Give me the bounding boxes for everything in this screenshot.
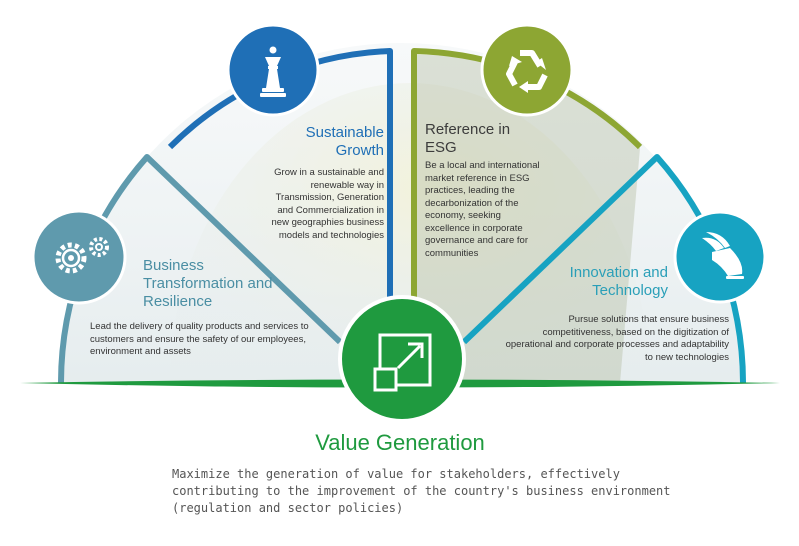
value-icon-badge	[338, 295, 466, 423]
background-glow	[170, 83, 650, 383]
winged-shoe-icon	[702, 232, 744, 279]
business-title: Business Transformation and Resilience	[143, 257, 273, 310]
esg-icon-badge	[480, 23, 574, 117]
innovation-title: Innovation and Technology	[569, 264, 668, 299]
business-icon-badge	[31, 209, 127, 305]
innovation-description: Pursue solutions that ensure business co…	[505, 314, 729, 363]
value-generation-title: Value Generation	[315, 430, 485, 455]
gears-icon	[55, 237, 109, 274]
esg-panel-tint	[414, 54, 640, 383]
esg-title: Reference in ESG	[425, 121, 511, 156]
sustainable-description: Grow in a sustainable and renewable way …	[271, 167, 385, 241]
value-generation-description: Maximize the generation of value for sta…	[172, 467, 671, 515]
business-description: Lead the delivery of quality products an…	[90, 321, 309, 357]
sustainable-icon-badge	[226, 23, 320, 117]
innovation-icon-badge	[673, 210, 767, 304]
expand-arrow-icon	[373, 333, 432, 392]
chess-queen-icon	[260, 46, 286, 97]
esg-description: Be a local and international market refe…	[425, 160, 540, 259]
sustainable-title: Sustainable Growth	[305, 124, 384, 159]
